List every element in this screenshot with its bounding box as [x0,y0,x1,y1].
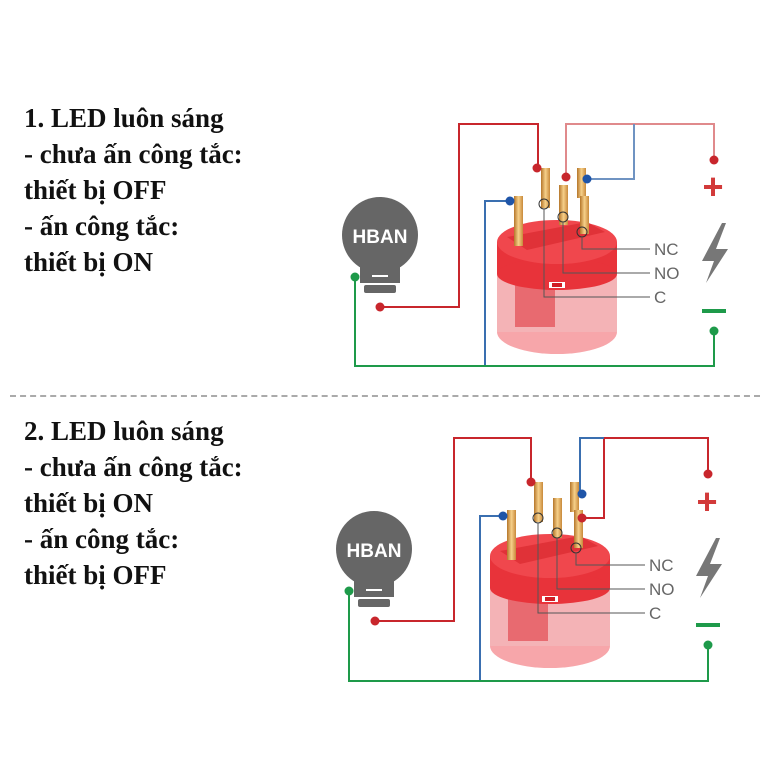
caption-line: thiết bị ON [24,247,154,277]
green-wire [354,277,715,367]
red-terminal-dot [703,469,713,479]
caption-line: thiết bị ON [24,488,154,518]
terminal-pin [570,482,579,512]
label-c: C [649,604,661,623]
red-terminal-dot [561,172,571,182]
blue-terminal-dot [505,196,515,206]
caption-title: 2. LED luôn sáng [24,416,224,446]
blue-terminal-dot [498,511,508,521]
red-terminal-dot [709,155,719,165]
blue-wire [479,515,502,681]
plus-icon: + [702,166,723,207]
green-terminal-dot [350,272,360,282]
circuit-panel-2: NC NO C HBAN + [336,437,722,682]
minus-icon [702,309,726,313]
plus-icon: + [696,481,717,522]
green-terminal-dot [344,586,354,596]
lightning-icon [696,538,722,598]
label-c: C [654,288,666,307]
red-wire [380,123,539,308]
lightning-icon [702,223,728,283]
terminal-pin [507,510,516,560]
red-wire [375,437,532,622]
red-terminal-dot [577,513,587,523]
terminal-pin [574,510,583,548]
caption-line: - chưa ấn công tắc: [24,139,243,169]
caption-title: 1. LED luôn sáng [24,103,224,133]
caption-line: thiết bị OFF [24,175,167,205]
terminal-pin [514,196,523,246]
bulb-label: HBAN [347,541,402,562]
terminal-pin [553,498,562,538]
caption-line: - ấn công tắc: [24,524,180,554]
blue-wire [589,124,635,180]
red-wire [565,123,715,175]
terminal-pin [541,168,550,208]
dashed-divider [10,395,760,397]
caption-panel-1: 1. LED luôn sáng - chưa ấn công tắc: thi… [24,100,243,280]
bulb-label: HBAN [353,227,408,248]
terminal-pin [577,168,586,198]
circuit-panel-1: NC NO C HBAN + [342,123,728,367]
label-no: NO [654,264,680,283]
green-wire [348,591,709,682]
red-terminal-dot [532,163,542,173]
terminal-pin [559,185,568,225]
caption-line: thiết bị OFF [24,560,167,590]
blue-wire [579,437,604,492]
blue-terminal-dot [577,489,587,499]
label-nc: NC [649,556,674,575]
terminal-pin [534,482,543,522]
red-terminal-dot [526,477,536,487]
blue-terminal-dot [582,174,592,184]
terminal-pin [580,196,589,234]
blue-wire [484,200,511,366]
label-nc: NC [654,240,679,259]
red-terminal-dot [370,616,380,626]
caption-panel-2: 2. LED luôn sáng - chưa ấn công tắc: thi… [24,413,243,593]
caption-line: - chưa ấn công tắc: [24,452,243,482]
red-terminal-dot [375,302,385,312]
label-no: NO [649,580,675,599]
caption-line: - ấn công tắc: [24,211,180,241]
green-terminal-dot [703,640,713,650]
red-wire [583,437,709,519]
minus-icon [696,623,720,627]
green-terminal-dot [709,326,719,336]
